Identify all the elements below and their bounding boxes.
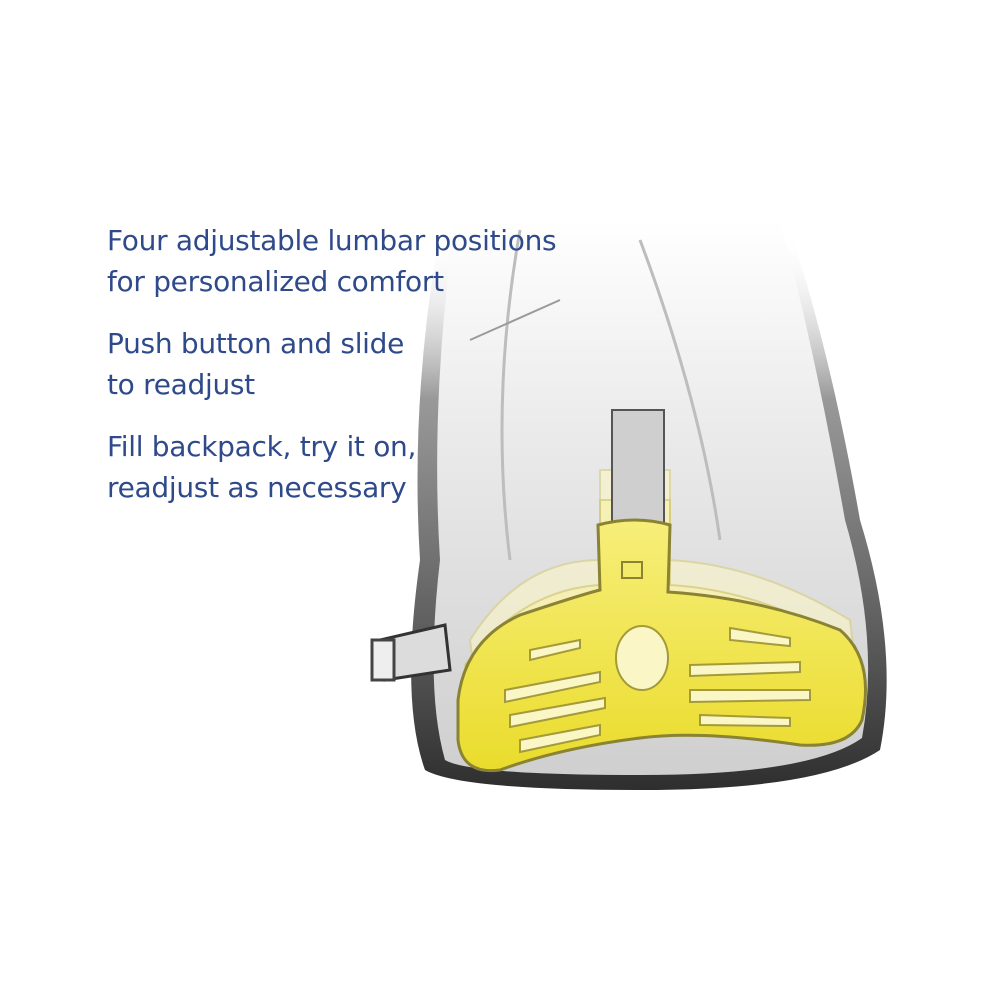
feature-captions: Four adjustable lumbar positions for per… (107, 220, 557, 529)
caption-lumbar-positions: Four adjustable lumbar positions for per… (107, 224, 557, 298)
caption-fill-backpack: Fill backpack, try it on, readjust as ne… (107, 430, 417, 504)
lumbar-pad-icon (456, 518, 868, 773)
caption-push-button: Push button and slide to readjust (107, 327, 405, 401)
buckle-icon (370, 623, 452, 682)
